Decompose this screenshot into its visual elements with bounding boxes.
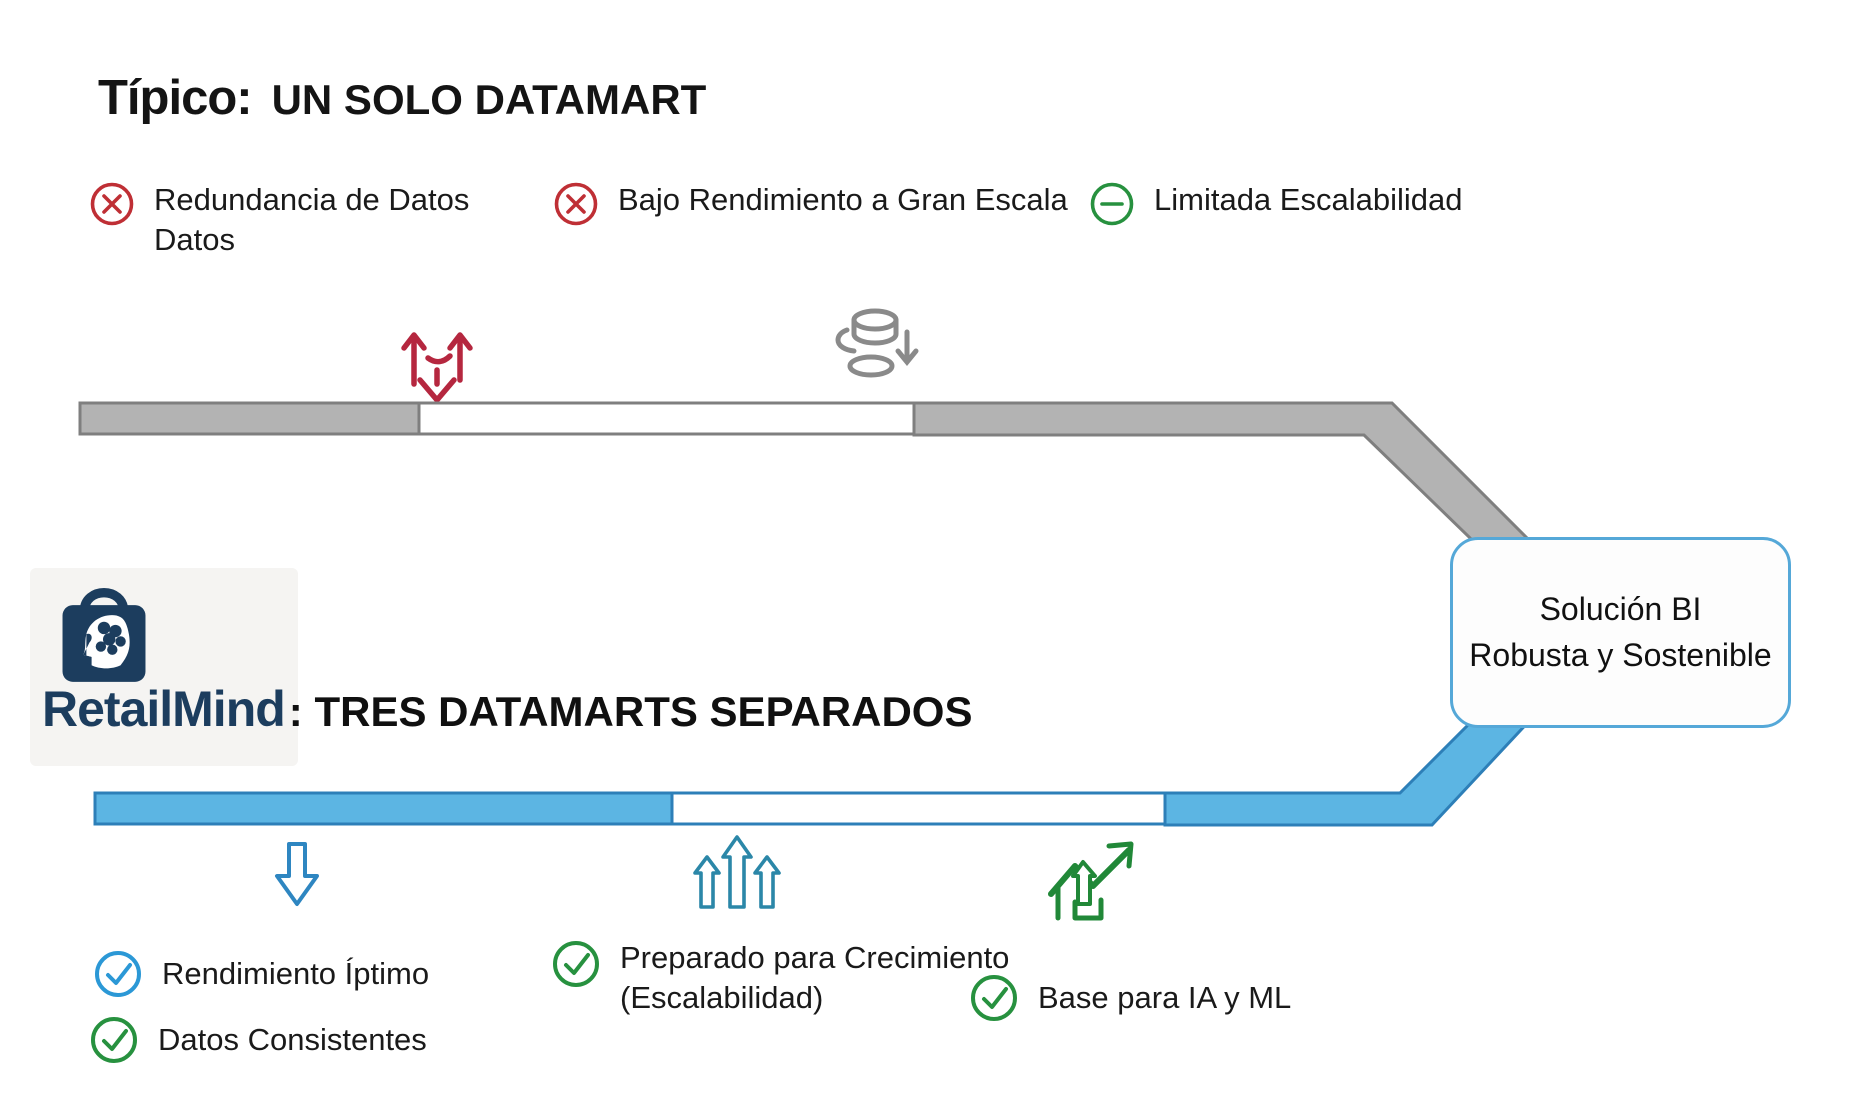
typical-title-main: UN SOLO DATAMART (271, 76, 707, 123)
circle-check-icon (88, 1014, 140, 1071)
result-box-line2: Robusta y Sostenible (1469, 636, 1772, 673)
issue-label: Redundancia de Datos Datos (154, 180, 469, 259)
benefit-label: Rendimiento Íptimo (162, 956, 430, 991)
circle-check-icon (968, 972, 1020, 1029)
issue-scalability: Limitada Escalabilidad (1088, 180, 1462, 233)
benefit-label: Datos Consistentes (158, 1022, 427, 1057)
retailmind-brand: RetailMind (42, 681, 286, 737)
benefit-label-line2: (Escalabilidad) (620, 979, 824, 1015)
circle-x-icon (88, 180, 136, 233)
retailmind-logo-icon (52, 574, 156, 691)
issue-label-line2: Datos (154, 221, 235, 257)
growth-chart-icon (1045, 830, 1137, 927)
benefit-label: Preparado para Crecimiento (Escalabilida… (620, 938, 1009, 1017)
down-arrow-icon (272, 840, 322, 915)
issue-label: Limitada Escalabilidad (1154, 182, 1463, 217)
gray-pipeline (78, 401, 1533, 572)
result-box: Solución BI Robusta y Sostenible (1450, 537, 1791, 728)
triple-up-arrows-icon (693, 833, 781, 916)
circle-minus-icon (1088, 180, 1136, 233)
typical-title: Típico: UN SOLO DATAMART (98, 70, 706, 126)
issue-performance: Bajo Rendimiento a Gran Escala (552, 180, 1068, 233)
split-arrows-icon (398, 322, 476, 411)
circle-x-icon (552, 180, 600, 233)
issue-redundancy: Redundancia de Datos Datos (88, 180, 508, 259)
benefit-label-line1: Preparado para Crecimiento (620, 940, 1010, 975)
issue-label-line1: Redundancia de Datos (154, 182, 470, 217)
circle-check-icon (550, 938, 602, 995)
issue-label: Bajo Rendimiento a Gran Escala (618, 182, 1068, 217)
benefit-growth: Preparado para Crecimiento (Escalabilida… (550, 938, 1009, 1017)
retailmind-title: RetailMind : TRES DATAMARTS SEPARADOS (42, 680, 972, 738)
circle-check-icon (92, 948, 144, 1005)
benefit-ai-ml: Base para IA y ML (968, 972, 1291, 1029)
benefit-label: Base para IA y ML (1038, 980, 1292, 1015)
benefit-performance: Rendimiento Íptimo (92, 948, 429, 1005)
database-transfer-icon (833, 306, 925, 387)
retailmind-title-suffix: : TRES DATAMARTS SEPARADOS (288, 688, 973, 735)
benefit-consistency: Datos Consistentes (88, 1014, 427, 1071)
result-box-line1: Solución BI (1539, 591, 1702, 628)
typical-title-prefix: Típico: (98, 71, 253, 125)
